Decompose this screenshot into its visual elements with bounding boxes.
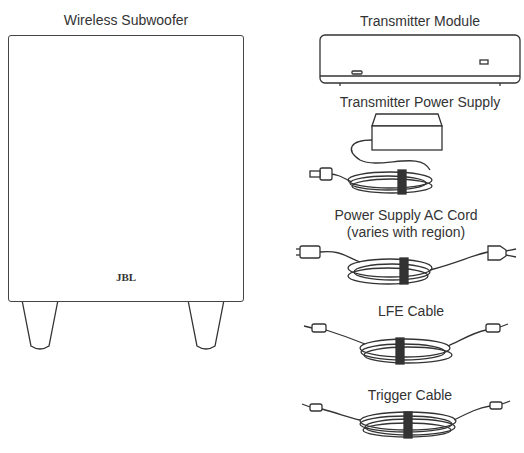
part-name: Power Supply AC Cord (varies with region… — [318, 207, 494, 241]
part-name: Transmitter Power Supply — [310, 94, 524, 111]
subwoofer-foot — [22, 300, 58, 349]
subwoofer-foot — [188, 300, 224, 349]
lfe-cable — [304, 324, 508, 364]
subwoofer-cabinet: JBL — [8, 35, 244, 302]
brand-logo: JBL — [9, 271, 243, 283]
power-supply — [310, 114, 442, 194]
part-name: Trigger Cable — [330, 387, 490, 404]
part-name: Wireless Subwoofer — [0, 12, 252, 29]
ac-cord — [296, 246, 516, 284]
part-name: Transmitter Module — [320, 13, 520, 30]
part-name: LFE Cable — [331, 303, 491, 320]
trigger-cable — [302, 401, 510, 438]
subwoofer-node: Wireless SubwooferJBL — [0, 4, 252, 302]
transmitter-module — [320, 35, 520, 86]
